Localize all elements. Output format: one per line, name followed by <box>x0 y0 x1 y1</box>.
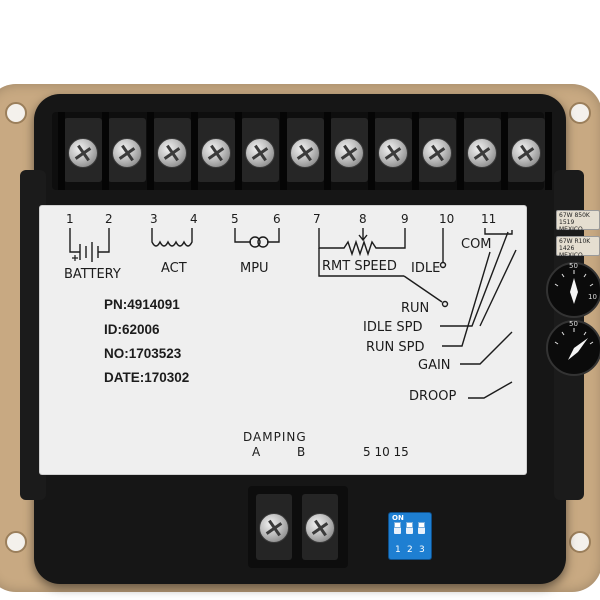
dial-face-icon <box>554 270 594 304</box>
terminal-screw-2-icon[interactable] <box>112 138 142 168</box>
dip-knob-1 <box>394 522 401 528</box>
pot-label-bottom: 67W R10K 1426 MEXICO <box>556 236 600 259</box>
serial-number: NO:1703523 <box>104 346 182 361</box>
dip-knob-2 <box>406 522 413 528</box>
terminal-number-2: 2 <box>105 212 113 226</box>
terminal-screw-5-icon[interactable] <box>245 138 275 168</box>
dip-slot-2[interactable] <box>406 522 413 534</box>
idle-label: IDLE <box>411 261 441 276</box>
mounting-hole-top-left <box>5 102 27 124</box>
dip-position-3: 3 <box>419 545 425 555</box>
terminal-divider <box>368 112 375 190</box>
dip-slot-3[interactable] <box>418 522 425 534</box>
damping-screw-b-icon[interactable] <box>305 513 335 543</box>
mounting-hole-bottom-right <box>569 531 591 553</box>
terminal-screw-10-icon[interactable] <box>467 138 497 168</box>
dip-slot-1[interactable] <box>394 522 401 534</box>
damping-label: DAMPING <box>243 430 307 444</box>
terminal-screw-11-icon[interactable] <box>511 138 541 168</box>
terminal-number-6: 6 <box>273 212 281 226</box>
dial-mark-upper: 50 <box>569 262 578 270</box>
gain-label: GAIN <box>418 358 451 373</box>
wiring-schematic <box>69 228 517 399</box>
mpu-label: MPU <box>240 261 269 276</box>
terminal-divider <box>191 112 198 190</box>
damping-scale: 5 10 15 <box>363 445 409 459</box>
dip-on-label: ON <box>392 514 404 522</box>
terminal-divider <box>545 112 552 190</box>
terminal-screw-9-icon[interactable] <box>422 138 452 168</box>
terminal-divider <box>147 112 154 190</box>
act-label: ACT <box>161 261 187 276</box>
terminal-number-4: 4 <box>190 212 198 226</box>
part-number: PN:4914091 <box>104 297 180 312</box>
dip-knob-3 <box>418 522 425 528</box>
gain-potentiometer[interactable]: 50 10 <box>546 262 600 318</box>
terminal-divider <box>412 112 419 190</box>
terminal-screw-1-icon[interactable] <box>68 138 98 168</box>
terminal-screw-6-icon[interactable] <box>290 138 320 168</box>
terminal-number-11: 11 <box>481 212 497 226</box>
product-label: 1 2 3 4 5 6 7 8 9 10 11 <box>40 206 526 474</box>
pot-label-top: 67W 850K 1519 MEXICO <box>556 210 600 233</box>
terminal-number-8: 8 <box>359 212 367 226</box>
damping-a-label: A <box>252 445 261 459</box>
terminal-number-5: 5 <box>231 212 239 226</box>
damping-b-label: B <box>297 445 306 459</box>
idle-spd-label: IDLE SPD <box>363 320 423 335</box>
terminal-divider <box>501 112 508 190</box>
dial-mark-side: 10 <box>588 293 597 301</box>
terminal-divider <box>324 112 331 190</box>
terminal-number-1: 1 <box>66 212 74 226</box>
terminal-number-7: 7 <box>313 212 321 226</box>
battery-label: BATTERY <box>64 267 121 282</box>
terminal-screw-4-icon[interactable] <box>201 138 231 168</box>
com-label: COM <box>461 237 492 252</box>
mounting-hole-top-right <box>569 102 591 124</box>
terminal-number-10: 10 <box>439 212 455 226</box>
droop-potentiometer[interactable]: 50 <box>546 320 600 376</box>
terminal-number-9: 9 <box>401 212 409 226</box>
dial-mark-lower: 50 <box>569 320 578 328</box>
terminal-screw-3-icon[interactable] <box>157 138 187 168</box>
rmt-speed-label: RMT SPEED <box>322 259 397 274</box>
date-code: DATE:170302 <box>104 370 190 385</box>
mounting-hole-bottom-left <box>5 531 27 553</box>
terminal-divider <box>280 112 287 190</box>
dial-face-icon <box>554 328 594 360</box>
run-label: RUN <box>401 301 430 316</box>
run-spd-label: RUN SPD <box>366 340 425 355</box>
terminal-divider <box>457 112 464 190</box>
terminal-screw-8-icon[interactable] <box>378 138 408 168</box>
dip-position-1: 1 <box>395 545 401 555</box>
droop-label: DROOP <box>409 389 457 404</box>
terminal-divider <box>235 112 242 190</box>
dip-switch[interactable]: ON 1 2 3 <box>389 513 431 559</box>
dip-position-2: 2 <box>407 545 413 555</box>
terminal-divider <box>102 112 109 190</box>
terminal-number-3: 3 <box>150 212 158 226</box>
terminal-screw-7-icon[interactable] <box>334 138 364 168</box>
id-number: ID:62006 <box>104 322 160 337</box>
damping-screw-a-icon[interactable] <box>259 513 289 543</box>
terminal-divider <box>58 112 65 190</box>
